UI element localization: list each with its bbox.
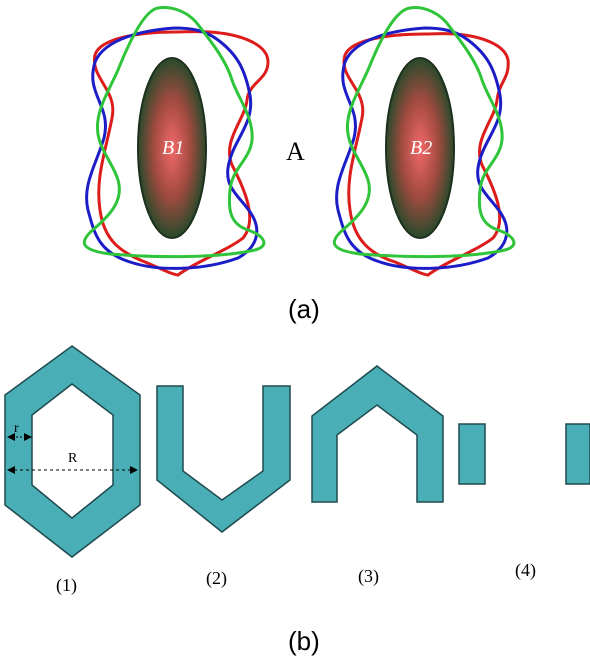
item-label-1: (1) <box>56 575 77 596</box>
r-label: r <box>14 421 19 436</box>
arch-shape <box>311 365 444 503</box>
object-b2: B2 <box>332 6 516 277</box>
bar-right <box>565 423 590 485</box>
green-contour <box>332 6 516 259</box>
shape-4-bars <box>458 423 590 485</box>
green-contour <box>82 6 266 259</box>
shape-2-v <box>156 385 291 533</box>
R-label: R <box>68 451 78 466</box>
object-b1: B1 <box>82 6 270 277</box>
v-shape <box>156 385 291 533</box>
red-contour <box>342 32 510 277</box>
shape-3-arch <box>311 365 444 503</box>
body-label-b1: B1 <box>162 137 184 159</box>
blue-contour <box>335 26 509 270</box>
blue-contour <box>85 26 259 270</box>
caption-b: (b) <box>288 626 320 656</box>
body-label-b2: B2 <box>410 137 432 159</box>
center-label: A <box>286 137 305 166</box>
shape-1-hex-ring: r R <box>4 345 141 558</box>
caption-a: (a) <box>288 294 320 324</box>
red-contour <box>92 30 270 277</box>
body-ellipse <box>137 57 207 239</box>
body-ellipse <box>385 57 455 239</box>
item-label-2: (2) <box>206 568 227 589</box>
item-label-3: (3) <box>358 566 379 587</box>
bar-left <box>458 423 486 485</box>
item-label-4: (4) <box>515 560 536 581</box>
hex-ring <box>4 345 141 558</box>
